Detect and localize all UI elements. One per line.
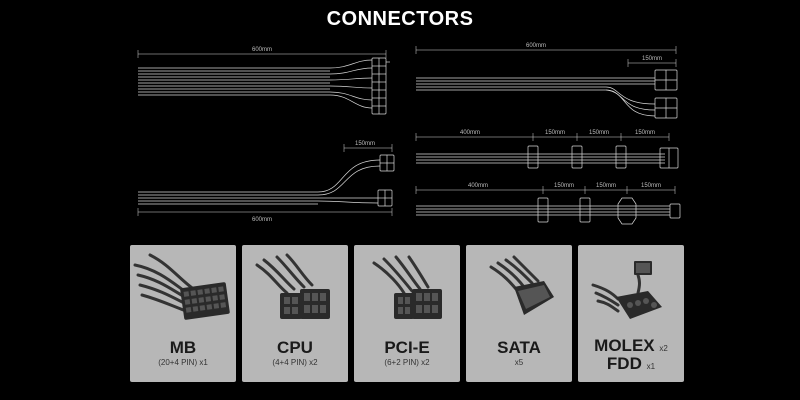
card-fdd-title: FDD bbox=[606, 354, 642, 373]
card-fdd-qty: x1 bbox=[646, 362, 656, 371]
card-pcie-name: PCI-E bbox=[384, 338, 430, 357]
cpu-cable bbox=[137, 144, 395, 216]
pcie-top-dim: 600mm bbox=[526, 43, 546, 49]
cable-diagram: 600mm 150mm 600mm 600mm 150mm 400mm 150m… bbox=[137, 43, 681, 225]
card-mb-name: MB bbox=[169, 338, 197, 357]
card-molex-name: MOLEX x2 bbox=[578, 337, 684, 358]
card-sata-sub: x5 bbox=[514, 358, 524, 367]
sata-cable bbox=[415, 133, 679, 169]
pcie-cable bbox=[415, 46, 678, 119]
card-mb-sub: (20+4 PIN) x1 bbox=[158, 358, 208, 367]
sata-seg3-dim: 150mm bbox=[635, 130, 655, 136]
molex-seg2-dim: 150mm bbox=[596, 183, 616, 189]
sata-main-dim: 400mm bbox=[460, 130, 480, 136]
mb-bottom-dim: 600mm bbox=[252, 217, 272, 223]
mb-cable bbox=[137, 50, 390, 115]
pcie-connector-image bbox=[372, 255, 442, 319]
mb-top-dim: 600mm bbox=[252, 47, 272, 53]
molex-seg3-dim: 150mm bbox=[641, 183, 661, 189]
molex-connector-image bbox=[591, 261, 662, 319]
card-sata: SATA x5 bbox=[466, 245, 572, 382]
card-sata-name: SATA bbox=[497, 338, 541, 357]
card-mb: MB (20+4 PIN) x1 bbox=[130, 245, 236, 382]
molex-cable bbox=[415, 186, 681, 225]
cpu-branch-dim: 150mm bbox=[355, 141, 375, 147]
mb-connector-image bbox=[133, 253, 230, 320]
molex-main-dim: 400mm bbox=[468, 183, 488, 189]
card-molex: MOLEX x2 FDD x1 bbox=[578, 245, 684, 382]
card-pcie: PCI-E (6+2 PIN) x2 bbox=[354, 245, 460, 382]
pcie-branch-dim: 150mm bbox=[642, 56, 662, 62]
card-molex-qty: x2 bbox=[659, 344, 668, 353]
sata-seg1-dim: 150mm bbox=[545, 130, 565, 136]
cpu-connector-image bbox=[255, 253, 330, 319]
connector-cards: MB (20+4 PIN) x1 CPU (4+4 PIN) x2 bbox=[130, 245, 684, 382]
card-pcie-sub: (6+2 PIN) x2 bbox=[384, 358, 430, 367]
card-cpu: CPU (4+4 PIN) x2 bbox=[242, 245, 348, 382]
sata-connector-image bbox=[489, 255, 554, 315]
page-title: CONNECTORS bbox=[326, 8, 474, 30]
card-fdd-name: FDD x1 bbox=[578, 355, 684, 376]
molex-seg1-dim: 150mm bbox=[554, 183, 574, 189]
sata-seg2-dim: 150mm bbox=[589, 130, 609, 136]
card-cpu-name: CPU bbox=[277, 338, 313, 357]
card-molex-title: MOLEX bbox=[594, 336, 655, 355]
card-cpu-sub: (4+4 PIN) x2 bbox=[272, 358, 318, 367]
